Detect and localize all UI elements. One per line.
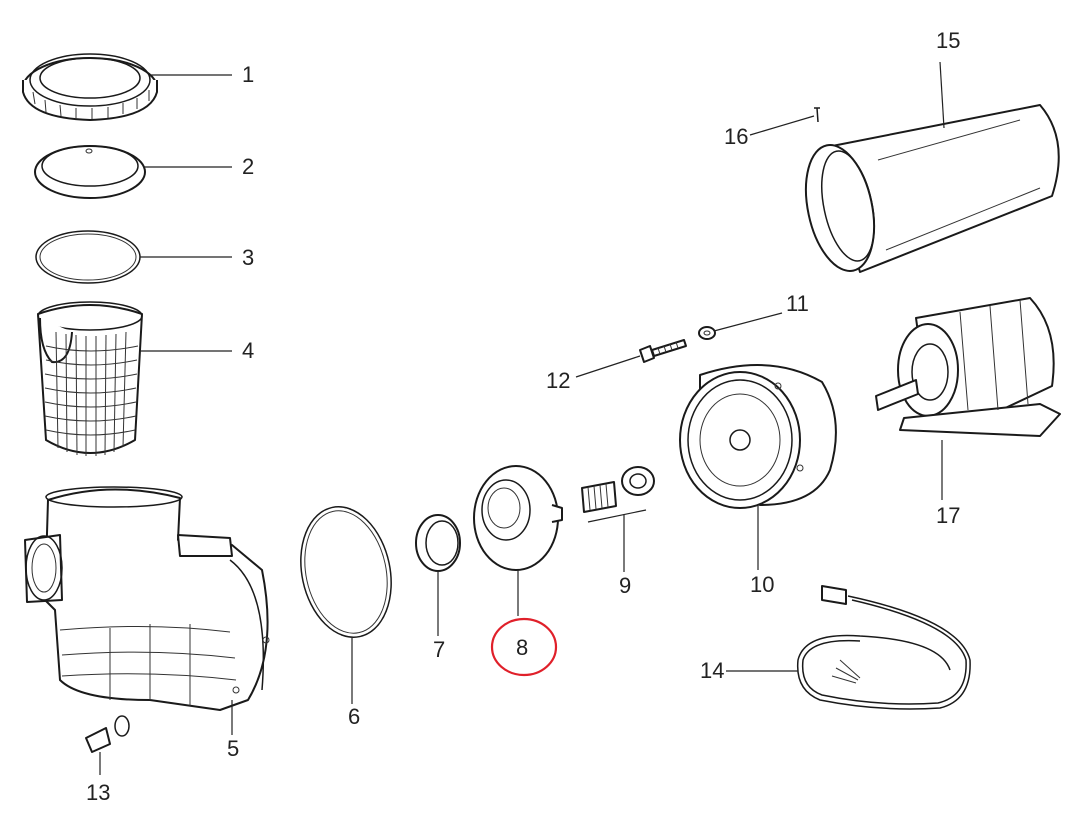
callout-12: 12 (546, 368, 570, 393)
part-power-cord (796, 585, 971, 710)
part-lid (34, 145, 146, 199)
part-washer (698, 326, 716, 340)
callout-15: 15 (936, 28, 960, 53)
part-housing-o-ring (300, 506, 392, 638)
callout-2: 2 (242, 154, 254, 179)
part-strainer-basket (37, 301, 143, 456)
part-bolt (639, 339, 687, 363)
callout-labels: 1 2 3 4 5 6 7 8 9 10 11 12 13 14 15 16 1… (86, 28, 960, 805)
highlight-circle (490, 617, 558, 677)
callout-3: 3 (242, 245, 254, 270)
part-impeller (473, 465, 563, 571)
part-motor-cover (804, 104, 1060, 273)
part-drain-plug (85, 715, 130, 753)
part-motor (875, 297, 1061, 437)
callout-13: 13 (86, 780, 110, 805)
part-seal-plate (679, 364, 837, 509)
callout-11: 11 (786, 291, 809, 316)
callout-5: 5 (227, 736, 239, 761)
part-lock-ring (22, 53, 158, 121)
part-lid-o-ring (35, 230, 141, 284)
callout-17: 17 (936, 503, 960, 528)
part-diffuser-ring (415, 514, 461, 572)
callout-4: 4 (242, 338, 254, 363)
callout-1: 1 (242, 62, 254, 87)
callout-7: 7 (433, 637, 445, 662)
leader-lines (99, 61, 945, 775)
part-screw (814, 107, 820, 123)
callout-14: 14 (700, 658, 724, 683)
callout-6: 6 (348, 704, 360, 729)
part-shaft-seal (581, 466, 655, 513)
callout-16: 16 (724, 124, 748, 149)
callout-8: 8 (516, 635, 528, 660)
callout-10: 10 (750, 572, 774, 597)
part-pump-housing (24, 486, 270, 711)
callout-9: 9 (619, 573, 631, 598)
